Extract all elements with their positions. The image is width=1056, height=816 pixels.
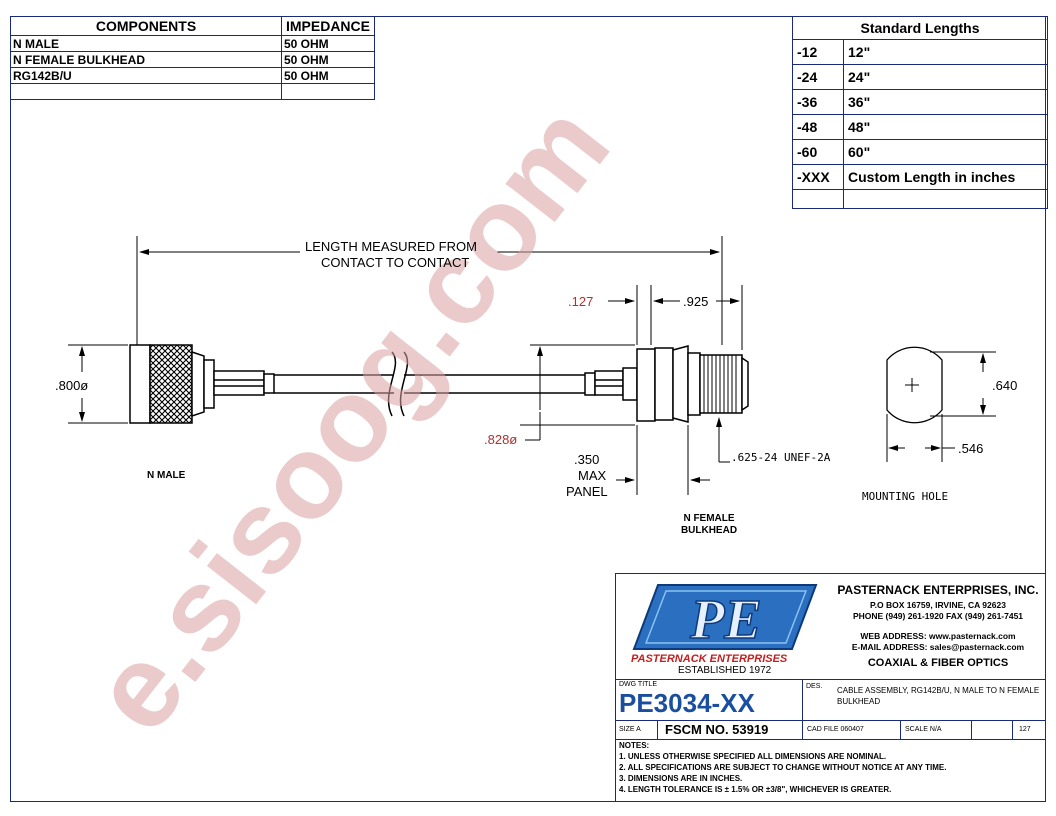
length-value: 36" xyxy=(843,89,1048,115)
panel-label-line2: MAX xyxy=(578,468,607,483)
drawing-description: CABLE ASSEMBLY, RG142B/U, N MALE TO N FE… xyxy=(837,686,1040,706)
des-label: DES. xyxy=(806,683,823,690)
component-impedance xyxy=(281,83,375,100)
pe-logo: PE xyxy=(632,584,818,652)
n-female-label-line2: BULKHEAD xyxy=(680,525,738,536)
company-address: P.O BOX 16759, IRVINE, CA 92623 xyxy=(870,600,1006,610)
dimension-800-label: .800ø xyxy=(55,378,89,393)
note-item: 3. DIMENSIONS ARE IN INCHES. xyxy=(619,774,743,783)
note-item: 4. LENGTH TOLERANCE IS ± 1.5% OR ±3/8", … xyxy=(619,785,892,794)
length-value: Custom Length in inches xyxy=(843,164,1048,190)
mounting-hole-dimensions xyxy=(886,351,996,462)
title-block: PE PASTERNACK ENTERPRISES ESTABLISHED 19… xyxy=(615,573,1046,802)
mounting-hole-label: MOUNTING HOLE xyxy=(862,490,949,503)
table-row xyxy=(792,189,1048,209)
scale: SCALE N/A xyxy=(905,726,942,733)
table-row xyxy=(10,83,375,100)
length-code: -XXX xyxy=(792,164,844,190)
drawing-sheet xyxy=(10,16,1046,802)
note-item: 1. UNLESS OTHERWISE SPECIFIED ALL DIMENS… xyxy=(619,752,887,761)
size-label: SIZE A xyxy=(619,726,641,733)
length-value: 24" xyxy=(843,64,1048,90)
n-male-label: N MALE xyxy=(147,470,186,481)
length-code: -60 xyxy=(792,139,844,165)
cad-file: CAD FILE 060407 xyxy=(807,726,864,733)
panel-label-line1: .350 xyxy=(574,452,600,467)
length-label-line2: CONTACT TO CONTACT xyxy=(321,255,470,270)
thread-spec-label: .625-24 UNEF-2A xyxy=(731,451,831,464)
dwg-title-label: DWG TITLE xyxy=(619,681,657,688)
company-name: PASTERNACK ENTERPRISES, INC. xyxy=(837,583,1039,597)
n-male-connector xyxy=(129,344,275,424)
length-code: -24 xyxy=(792,64,844,90)
lengths-title: Standard Lengths xyxy=(792,16,1048,40)
cable xyxy=(274,351,585,417)
dimension-127-925 xyxy=(608,285,743,350)
sheet-number: 127 xyxy=(1019,726,1031,733)
component-name: N FEMALE BULKHEAD xyxy=(10,51,282,68)
dimension-828-label: .828ø xyxy=(484,432,518,447)
diameter-828-dimension xyxy=(520,344,635,441)
length-code: -12 xyxy=(792,39,844,65)
panel-label-line3: PANEL xyxy=(566,484,608,499)
fscm-number: FSCM NO. 53919 xyxy=(665,722,769,737)
dimension-640-label: .640 xyxy=(992,378,1018,393)
dimension-546-label: .546 xyxy=(958,441,984,456)
company-email: E-MAIL ADDRESS: sales@pasternack.com xyxy=(851,642,1025,652)
n-female-label-line1: N FEMALE xyxy=(683,513,735,524)
panel-dimension xyxy=(616,417,730,495)
mounting-hole-profile xyxy=(886,346,943,424)
drawing-title: PE3034-XX xyxy=(619,688,755,718)
length-code: -36 xyxy=(792,89,844,115)
length-value xyxy=(843,189,1048,209)
component-impedance: 50 OHM xyxy=(281,51,375,68)
notes-label: NOTES: xyxy=(619,741,650,750)
dimension-127-label: .127 xyxy=(568,294,594,309)
length-value: 60" xyxy=(843,139,1048,165)
n-female-bulkhead xyxy=(584,345,749,423)
diameter-800-dimension xyxy=(68,344,128,424)
company-phone: PHONE (949) 261-1920 FAX (949) 261-7451 xyxy=(852,611,1024,621)
company-web: WEB ADDRESS: www.pasternack.com xyxy=(860,631,1016,641)
logo-company-name: PASTERNACK ENTERPRISES xyxy=(631,653,788,665)
length-label-line1: LENGTH MEASURED FROM xyxy=(305,239,477,254)
established-label: ESTABLISHED 1972 xyxy=(678,665,772,676)
impedance-header: IMPEDANCE xyxy=(281,16,375,36)
dimension-925-label: .925 xyxy=(683,294,709,309)
length-dimension xyxy=(136,236,723,345)
note-item: 2. ALL SPECIFICATIONS ARE SUBJECT TO CHA… xyxy=(619,763,947,772)
svg-text:PE: PE xyxy=(689,589,762,651)
company-tagline: COAXIAL & FIBER OPTICS xyxy=(867,657,1009,669)
